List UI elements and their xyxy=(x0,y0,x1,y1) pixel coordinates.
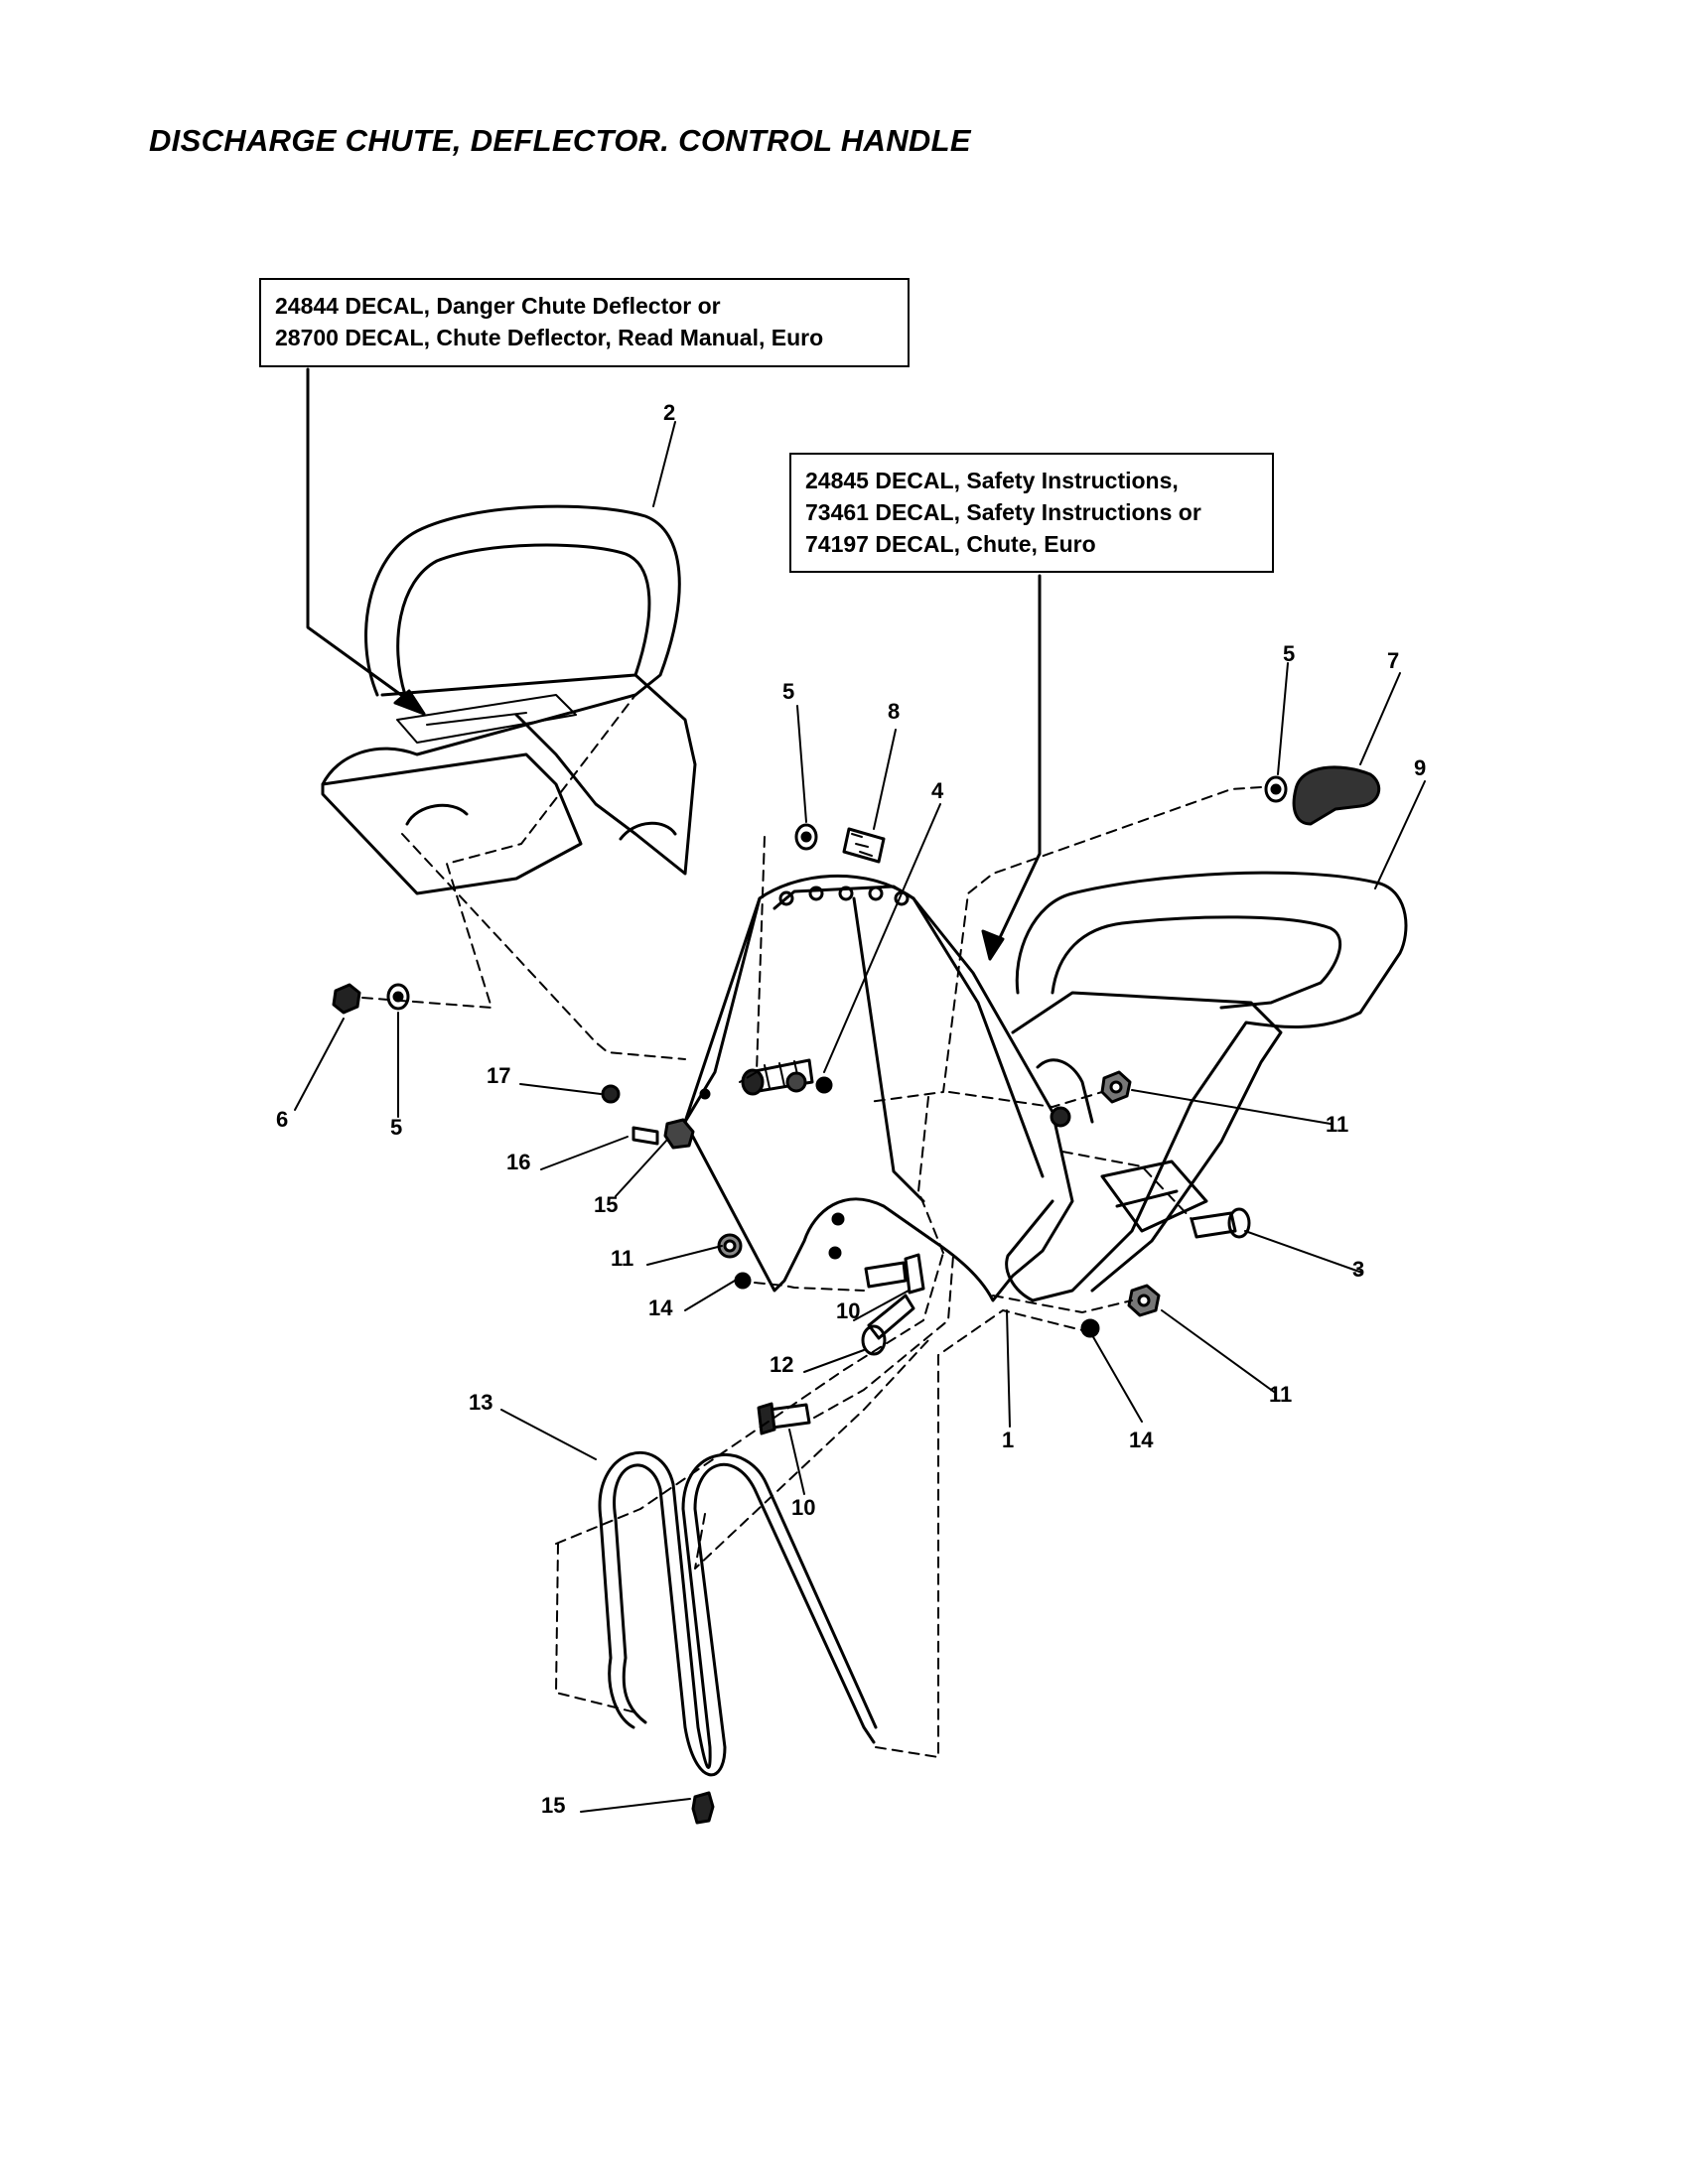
part-number-17: 17 xyxy=(487,1063,511,1088)
part-number-3: 3 xyxy=(1352,1257,1365,1282)
chute-control-rod xyxy=(598,1450,878,1777)
part-number-2: 2 xyxy=(663,400,676,425)
callout-arrow-safety xyxy=(993,574,1042,950)
part-number-9: 9 xyxy=(1414,755,1427,780)
part-number-10: 10 xyxy=(791,1495,816,1520)
part-number-1: 1 xyxy=(1002,1428,1015,1452)
part-number-13: 13 xyxy=(469,1390,493,1415)
part-number-14: 14 xyxy=(1129,1428,1154,1452)
callout-line: 24844 DECAL, Danger Chute Deflector or xyxy=(275,293,721,319)
arrow-head xyxy=(981,929,1005,961)
part-number-12: 12 xyxy=(770,1352,794,1377)
part-number-11: 11 xyxy=(1326,1112,1349,1137)
discharge-chute xyxy=(683,874,1074,1302)
callout-arrow-deflector xyxy=(306,367,414,705)
arrow-head xyxy=(393,689,426,716)
hardware-parts xyxy=(332,765,1381,1825)
assembly-lines xyxy=(361,694,1262,1758)
callout-line: 74197 DECAL, Chute, Euro xyxy=(805,531,1096,557)
callout-line: 24845 DECAL, Safety Instructions, xyxy=(805,468,1179,493)
part-number-14: 14 xyxy=(648,1296,673,1320)
part-number-5: 5 xyxy=(782,679,795,704)
part-number-6: 6 xyxy=(276,1107,289,1132)
page-title: DISCHARGE CHUTE, DEFLECTOR. CONTROL HAND… xyxy=(149,123,971,158)
callout-decal-safety: 24845 DECAL, Safety Instructions, 73461 … xyxy=(789,453,1274,573)
callout-line: 28700 DECAL, Chute Deflector, Read Manua… xyxy=(275,325,824,350)
part-number-16: 16 xyxy=(506,1150,531,1174)
part-number-5: 5 xyxy=(390,1115,403,1140)
callout-line: 73461 DECAL, Safety Instructions or xyxy=(805,499,1201,525)
part-number-5: 5 xyxy=(1283,641,1296,666)
part-number-15: 15 xyxy=(541,1793,566,1818)
part-number-10: 10 xyxy=(836,1298,861,1323)
part-number-15: 15 xyxy=(594,1192,619,1217)
part-number-8: 8 xyxy=(888,699,901,724)
chute-deflector xyxy=(321,504,697,895)
part-number-11: 11 xyxy=(611,1246,634,1271)
control-handle xyxy=(1005,871,1408,1302)
leader-lines xyxy=(294,662,1426,1813)
callout-decal-deflector: 24844 DECAL, Danger Chute Deflector or 2… xyxy=(259,278,910,367)
part-number-7: 7 xyxy=(1387,648,1400,673)
part-number-11: 11 xyxy=(1269,1382,1293,1407)
part-number-4: 4 xyxy=(931,778,944,803)
